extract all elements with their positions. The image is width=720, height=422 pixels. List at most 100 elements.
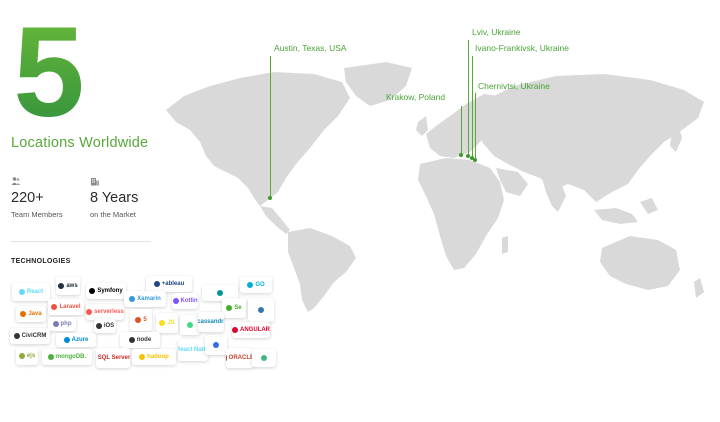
tech-logo-label: JS <box>167 320 175 326</box>
tech-logo-cassandra: cassandra <box>198 312 224 332</box>
tech-logo-html5: 5 <box>130 309 152 331</box>
tech-logo-label: Java <box>28 311 42 317</box>
krakow-pin[interactable] <box>459 153 463 157</box>
chernivtsi-pin-line <box>475 93 476 159</box>
years-on-market-stat: 8 Years on the Market <box>90 176 138 219</box>
kubernetes-icon <box>213 342 219 348</box>
location-lviv: Lviv, Ukraine <box>472 27 521 37</box>
tech-logo-arduino <box>202 285 238 301</box>
hadoop-icon <box>139 354 146 360</box>
php-icon <box>52 321 59 327</box>
tech-logo-label: node <box>136 337 152 343</box>
kotlin-icon <box>172 298 179 304</box>
tech-logo-hadoop: hadoop <box>132 349 176 365</box>
tech-logo-php: php <box>48 317 76 331</box>
tech-logo-ejs: ejs <box>16 347 38 365</box>
building-icon <box>91 178 99 186</box>
ejs-icon <box>18 353 25 359</box>
azure-icon <box>63 337 70 343</box>
tech-logo-nodejs: node <box>120 332 160 348</box>
tech-logo-label: ORACLE <box>228 355 254 361</box>
tech-logo-label: mongoDB. <box>55 354 87 360</box>
tech-logo-angular: ANGULAR <box>232 322 270 338</box>
svg-text:5: 5 <box>14 12 84 124</box>
austin-pin-line <box>270 56 271 198</box>
tech-logo-xamarin: Xamarin <box>124 291 166 307</box>
tech-logo-android <box>180 315 200 335</box>
tech-logo-serverless: serverless <box>86 304 124 320</box>
tech-logo-label: React Native <box>178 347 208 353</box>
location-chernivtsi: Chernivtsi, Ukraine <box>478 81 550 91</box>
tech-logo-label: CiviCRM <box>21 333 47 339</box>
tech-logo-java: Java <box>16 306 46 322</box>
tech-logo-label: 5 <box>143 317 147 323</box>
tech-logo-label: aws <box>66 283 78 289</box>
tech-logo-oracle: ORACLE <box>226 348 254 368</box>
tech-logo-tableau: +ableau <box>146 276 192 292</box>
python-icon <box>258 307 264 313</box>
team-members-value: 220+ <box>11 190 44 206</box>
location-ivano-frankivsk: Ivano-Frankivsk, Ukraine <box>475 43 570 53</box>
team-members-label: Team Members <box>11 210 63 219</box>
tech-logo-label: React <box>26 289 44 295</box>
mongodb-icon <box>47 354 54 360</box>
tech-logo-react: React <box>12 283 50 301</box>
section-divider <box>11 241 151 242</box>
tech-logo-label: Xamarin <box>137 296 161 302</box>
tableau-icon <box>153 281 160 287</box>
angular-icon <box>232 327 238 333</box>
symfony-icon <box>89 288 96 294</box>
tech-logo-civicrm: CiviCRM <box>10 328 50 344</box>
map-landmass <box>166 62 704 312</box>
locations-worldwide-tagline: Locations Worldwide <box>11 135 149 151</box>
react-icon <box>18 289 25 295</box>
tech-logo-symfony: Symfony <box>86 283 126 299</box>
tech-logo-azure: Azure <box>56 333 96 347</box>
tech-logo-kotlin: Kotlin <box>172 293 198 309</box>
tech-logo-label: Se <box>234 305 242 311</box>
tech-logo-python <box>248 298 274 322</box>
tech-logo-label: GO <box>255 282 265 288</box>
html5-icon <box>135 317 142 323</box>
tech-logo-javascript: JS <box>156 313 178 333</box>
chernivtsi-pin[interactable] <box>473 158 477 162</box>
golang-icon <box>247 282 254 288</box>
aws-icon <box>58 283 65 289</box>
tech-logo-label: ANGULAR <box>240 327 270 333</box>
xamarin-icon <box>129 296 136 302</box>
tech-logo-ios: iOS <box>94 319 116 333</box>
tech-logo-vue <box>252 349 276 367</box>
krakow-pin-line <box>461 106 462 154</box>
android-icon <box>187 322 193 328</box>
lviv-pin[interactable] <box>466 154 470 158</box>
nodejs-icon <box>128 337 135 343</box>
tech-logo-label: Laravel <box>59 304 81 310</box>
technologies-heading: TECHNOLOGIES <box>11 258 71 265</box>
tech-logo-kubernetes <box>205 335 227 355</box>
tech-logo-label: Kotlin <box>180 298 198 304</box>
javascript-icon <box>159 320 166 326</box>
world-map <box>166 62 704 312</box>
years-value: 8 Years <box>90 190 139 206</box>
tech-logo-golang: GO <box>240 277 272 293</box>
location-austin: Austin, Texas, USA <box>274 43 347 53</box>
tech-logo-selenium: Se <box>222 298 246 318</box>
team-members-stat: 220+ Team Members <box>11 176 63 219</box>
austin-pin[interactable] <box>268 196 272 200</box>
tech-logo-label: serverless <box>94 309 124 315</box>
tech-logo-label: php <box>60 321 72 327</box>
tech-logo-aws: aws <box>56 277 80 295</box>
tech-logo-react-native: React Native <box>178 339 208 361</box>
laravel-icon <box>51 304 58 310</box>
ivano-frankivsk-pin[interactable] <box>470 156 474 160</box>
arduino-icon <box>217 290 223 296</box>
tech-logo-label: Azure <box>71 337 89 343</box>
tech-logo-label: +ableau <box>161 281 185 287</box>
selenium-icon <box>226 305 233 311</box>
team-icon <box>11 177 21 185</box>
tech-logo-label: hadoop <box>147 354 169 360</box>
java-icon <box>20 311 27 317</box>
serverless-icon <box>86 309 93 315</box>
civicrm-icon <box>13 333 20 339</box>
